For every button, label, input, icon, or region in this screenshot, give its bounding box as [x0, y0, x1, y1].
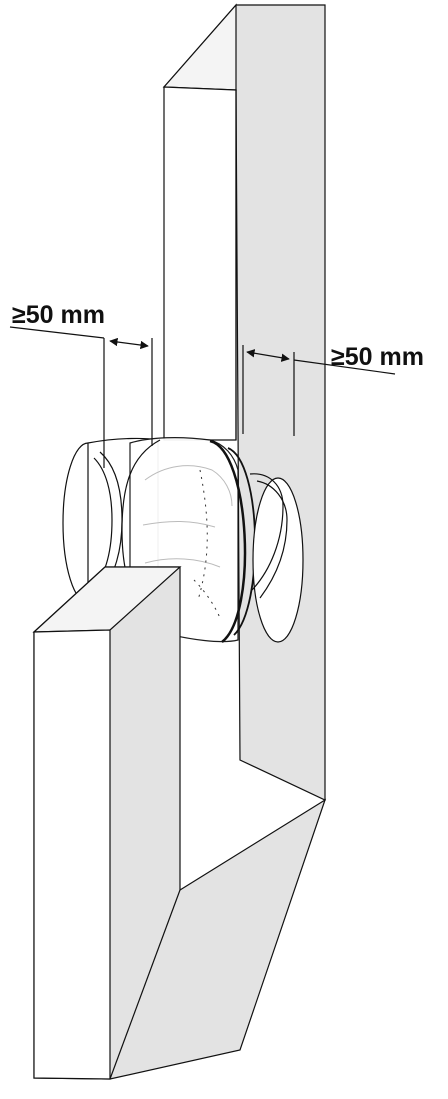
lower-wall-panel: [32, 566, 327, 1080]
dimension-label-left: ≥50 mm: [12, 301, 105, 329]
dimension-label-right: ≥50 mm: [331, 343, 424, 371]
dimension-lines: [9, 326, 396, 468]
upper-wall-panel: [162, 3, 326, 801]
